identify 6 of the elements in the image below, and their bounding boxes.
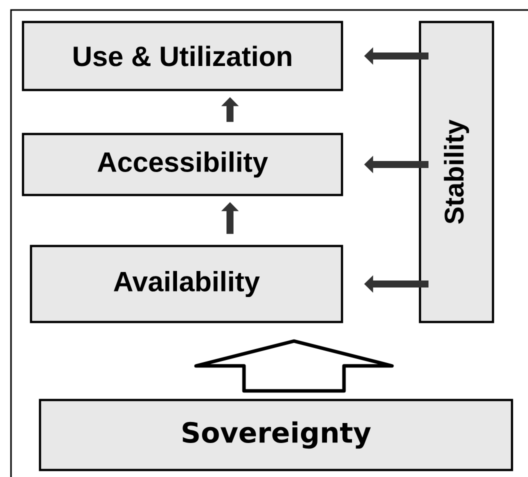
level-box: Sovereignty [38,398,514,472]
block-arrow [194,339,394,393]
level-box: Accessibility [22,132,344,196]
level-box: Availability [30,244,344,324]
pillar-box: Stability [418,20,494,324]
level-box: Use & Utilization [22,20,344,92]
